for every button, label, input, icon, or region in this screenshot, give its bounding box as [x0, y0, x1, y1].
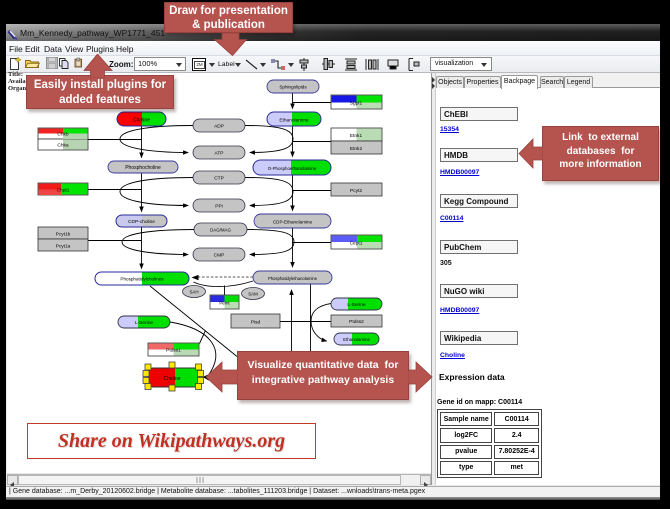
svg-text:Chpt1: Chpt1 — [57, 187, 70, 193]
svg-text:CDP-Ethanolamine: CDP-Ethanolamine — [273, 219, 313, 224]
svg-text:L-Serine: L-Serine — [347, 302, 365, 308]
svg-text:PPi: PPi — [215, 204, 222, 210]
svg-text:ADP: ADP — [214, 124, 224, 130]
svg-text:DAG/MAG: DAG/MAG — [210, 228, 231, 233]
svg-text:Sphingolipids: Sphingolipids — [279, 85, 307, 90]
svg-text:Pcyt1b: Pcyt1b — [56, 231, 71, 237]
svg-text:Choline: Choline — [133, 118, 150, 124]
svg-text:Choline: Choline — [164, 376, 181, 382]
svg-text:Pcyt1a: Pcyt1a — [56, 243, 71, 249]
svg-text:L-Serine: L-Serine — [135, 320, 153, 326]
svg-text:CDP-choline: CDP-choline — [128, 219, 155, 225]
svg-text:CTP: CTP — [214, 176, 224, 182]
svg-text:Pemt: Pemt — [219, 300, 230, 305]
svg-text:SAH: SAH — [189, 290, 198, 295]
svg-text:O-Phosphoethanolamine: O-Phosphoethanolamine — [268, 166, 317, 171]
svg-text:ATP: ATP — [215, 151, 224, 157]
svg-text:Sgpl1: Sgpl1 — [350, 100, 363, 106]
svg-text:Chka: Chka — [57, 143, 69, 149]
svg-text:Phosphocholine: Phosphocholine — [125, 165, 161, 171]
svg-text:Ethanolamine: Ethanolamine — [279, 117, 309, 123]
svg-text:Cept1: Cept1 — [350, 240, 363, 246]
svg-text:SAM: SAM — [248, 292, 258, 297]
svg-text:Etnk1: Etnk1 — [350, 133, 363, 139]
svg-text:Chkb: Chkb — [57, 132, 69, 138]
svg-text:Ethanolamine: Ethanolamine — [343, 337, 370, 342]
svg-text:Pcyt2: Pcyt2 — [350, 188, 362, 194]
svg-text:Etnk2: Etnk2 — [350, 146, 363, 152]
svg-text:Phosphatidylethanolamine: Phosphatidylethanolamine — [268, 276, 318, 281]
svg-text:CMP: CMP — [214, 253, 225, 259]
svg-text:Ptdss1: Ptdss1 — [166, 347, 181, 353]
svg-text:Pisd: Pisd — [251, 319, 261, 325]
svg-text:Phosphatidylcholines: Phosphatidylcholines — [120, 277, 164, 282]
svg-text:Ptdss2: Ptdss2 — [349, 319, 364, 325]
